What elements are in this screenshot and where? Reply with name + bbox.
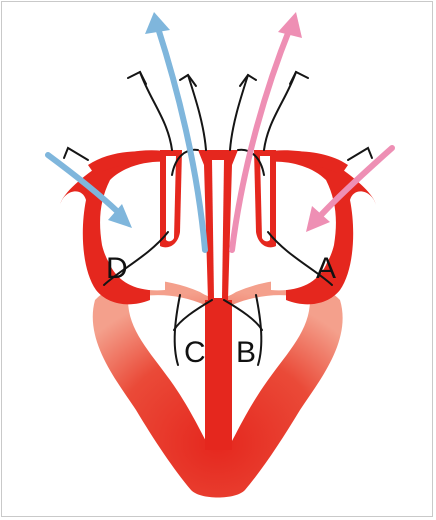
arrowhead-blue-up — [145, 12, 170, 34]
label-a: A — [316, 252, 336, 285]
label-b: B — [236, 336, 256, 369]
label-d: D — [106, 252, 128, 285]
aorta-lumen — [212, 160, 224, 298]
septum — [205, 300, 232, 450]
label-c: C — [184, 336, 206, 369]
arrowhead-pink-up — [278, 12, 302, 38]
